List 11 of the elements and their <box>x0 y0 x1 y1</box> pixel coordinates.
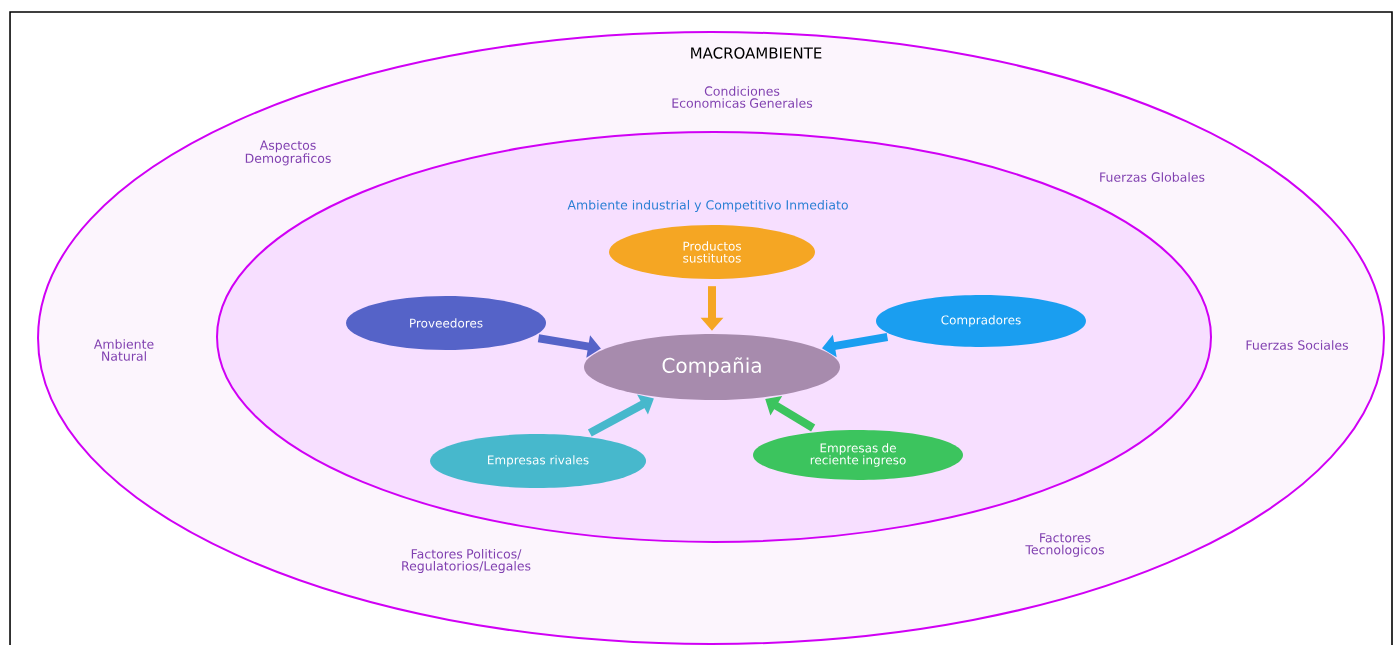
factor-label: Ambiente Natural <box>93 339 154 361</box>
factor-label: Factores Politicos/ Regulatorios/Legales <box>402 548 531 574</box>
block-arrow <box>587 394 654 437</box>
factor-label: Factores Tecnologicos <box>1025 533 1104 557</box>
factor-label: Fuerzas Globales <box>1100 172 1205 182</box>
factor-label: Condiciones Economicas Generales <box>672 86 813 108</box>
heading-label: Ambiente industrial y Competitivo Inmediato <box>567 199 848 213</box>
block-arrow <box>822 333 889 358</box>
heading-label: MACROAMBIENTE <box>691 47 822 59</box>
factor-label: Fuerzas Sociales <box>1246 340 1348 350</box>
factor-label: Aspectos Demograficos <box>245 140 331 166</box>
